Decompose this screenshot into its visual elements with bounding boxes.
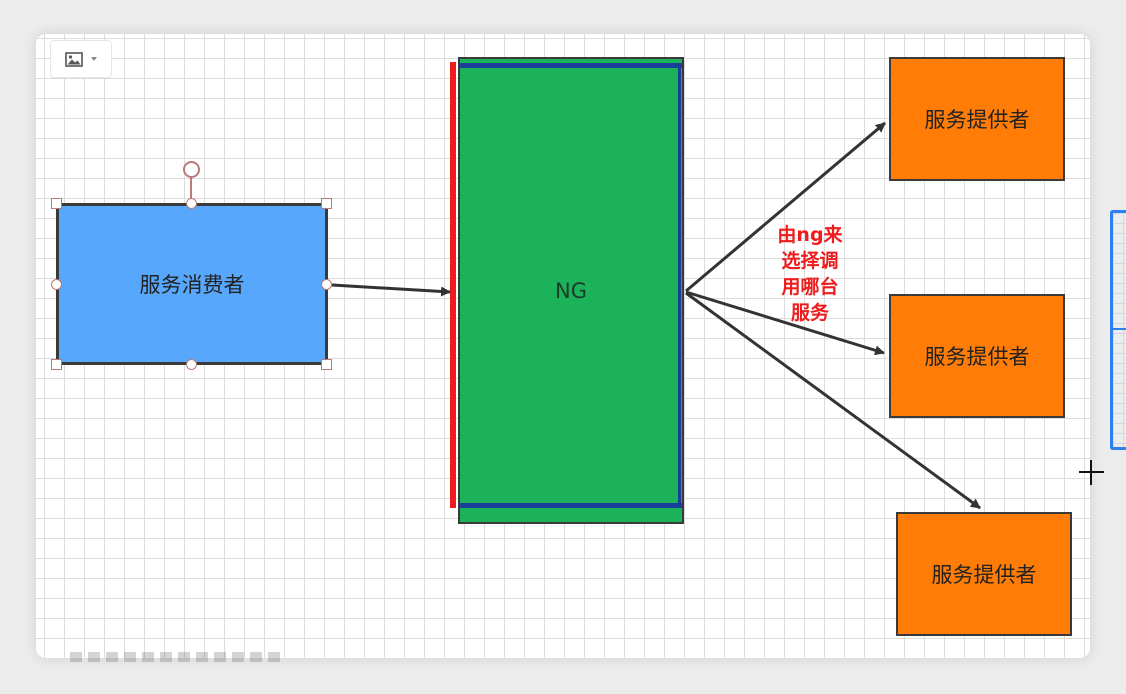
ng-node[interactable]: NG [458, 57, 684, 524]
ng-highlight-left [450, 62, 456, 508]
image-icon [65, 51, 83, 67]
resize-handle-top[interactable] [186, 198, 197, 209]
ng-selection-right [678, 63, 681, 508]
resize-handle-top-right[interactable] [321, 198, 332, 209]
provider-node-3[interactable]: 服务提供者 [896, 512, 1072, 636]
annotation-text: 由ng来 选择调 用哪台 服务 [777, 224, 843, 324]
resize-handle-bottom[interactable] [186, 359, 197, 370]
side-panel-divider [1112, 328, 1126, 330]
rotate-handle-stem [190, 177, 192, 199]
rotate-handle[interactable] [183, 161, 200, 178]
resize-handle-bottom-right[interactable] [321, 359, 332, 370]
resize-handle-top-left[interactable] [51, 198, 62, 209]
provider-node-1[interactable]: 服务提供者 [889, 57, 1065, 181]
ng-selection-top [460, 63, 682, 68]
crosshair-cursor-icon-vertical [1090, 460, 1092, 485]
provider-node-2[interactable]: 服务提供者 [889, 294, 1065, 418]
side-panel-frame[interactable] [1110, 210, 1126, 450]
insert-image-menu[interactable] [50, 40, 112, 78]
provider-label-3: 服务提供者 [931, 563, 1037, 587]
resize-handle-left[interactable] [51, 279, 62, 290]
faded-caption [70, 652, 280, 662]
ng-label: NG [555, 278, 587, 303]
resize-handle-right[interactable] [321, 279, 332, 290]
consumer-label: 服务消费者 [139, 273, 245, 297]
chevron-down-icon [91, 57, 97, 61]
provider-label-2: 服务提供者 [924, 345, 1030, 369]
ng-selection-bottom [460, 503, 682, 508]
resize-handle-bottom-left[interactable] [51, 359, 62, 370]
provider-label-1: 服务提供者 [924, 108, 1030, 132]
consumer-node[interactable]: 服务消费者 [56, 203, 328, 365]
